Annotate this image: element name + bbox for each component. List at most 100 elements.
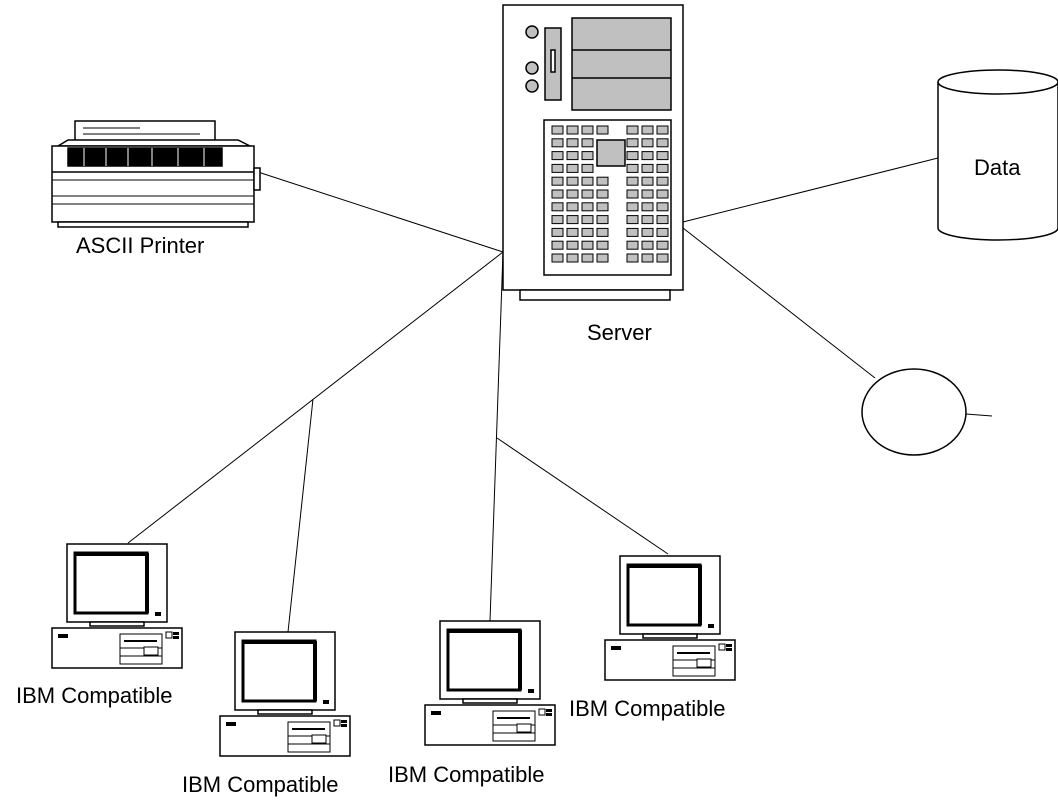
server-key	[656, 240, 669, 250]
pc2-label: IBM Compatible	[182, 772, 339, 797]
server-key	[566, 189, 579, 199]
server-key	[596, 227, 609, 237]
server-key	[551, 215, 564, 225]
server-key	[596, 189, 609, 199]
server-key	[656, 176, 669, 186]
network-ring-icon	[861, 368, 967, 456]
server-key	[551, 202, 564, 212]
server-key	[626, 151, 639, 161]
server-key	[551, 240, 564, 250]
server-key	[581, 253, 594, 263]
server-panel-grid	[551, 125, 669, 263]
server-key	[626, 189, 639, 199]
server-key	[581, 227, 594, 237]
server-key	[566, 138, 579, 148]
server-key	[596, 253, 609, 263]
server-key	[581, 215, 594, 225]
server-label: Server	[587, 320, 652, 345]
server-key	[551, 253, 564, 263]
server-key	[581, 138, 594, 148]
server-key	[551, 176, 564, 186]
link-branch-pc2	[287, 398, 314, 633]
server-key	[551, 125, 564, 135]
server-key	[641, 176, 654, 186]
pc3-label: IBM Compatible	[388, 762, 545, 787]
server-key	[581, 125, 594, 135]
server-key	[566, 215, 579, 225]
server-key	[626, 176, 639, 186]
server-key	[566, 176, 579, 186]
server-key	[626, 240, 639, 250]
link-branch-pc4	[496, 437, 669, 555]
pc3-icon	[423, 619, 557, 747]
server-key	[626, 253, 639, 263]
server-key	[596, 215, 609, 225]
pc2-icon	[218, 630, 352, 758]
server-key	[641, 138, 654, 148]
server-key	[566, 227, 579, 237]
server-key	[566, 253, 579, 263]
link-printer-server	[257, 171, 504, 253]
server-key	[596, 176, 609, 186]
database-icon	[937, 69, 1058, 241]
server-key	[641, 227, 654, 237]
printer-label: ASCII Printer	[76, 233, 204, 258]
server-key	[656, 151, 669, 161]
server-key	[581, 151, 594, 161]
pc4-icon	[603, 554, 737, 682]
server-icon	[502, 4, 684, 301]
link-ring-out	[965, 413, 993, 417]
pc4-label: IBM Compatible	[569, 696, 726, 721]
server-key	[641, 163, 654, 173]
server-key	[626, 125, 639, 135]
server-key	[641, 151, 654, 161]
server-key	[626, 202, 639, 212]
server-key	[581, 163, 594, 173]
pc1-label: IBM Compatible	[16, 683, 173, 708]
server-key	[626, 215, 639, 225]
server-key	[626, 138, 639, 148]
server-key	[641, 125, 654, 135]
server-key	[641, 202, 654, 212]
server-key	[656, 189, 669, 199]
server-key	[551, 163, 564, 173]
link-server-pc3	[489, 251, 504, 622]
server-key	[566, 202, 579, 212]
server-key	[566, 240, 579, 250]
server-key	[641, 189, 654, 199]
pc1-icon	[50, 542, 184, 670]
server-key	[581, 189, 594, 199]
server-key	[551, 151, 564, 161]
server-key	[656, 125, 669, 135]
data-label: Data	[974, 155, 1021, 180]
server-key	[626, 163, 639, 173]
printer-icon	[51, 120, 261, 228]
server-key	[596, 202, 609, 212]
server-key	[581, 202, 594, 212]
link-server-data	[682, 157, 939, 223]
server-key	[656, 227, 669, 237]
server-key	[656, 138, 669, 148]
server-key	[566, 125, 579, 135]
server-key	[656, 163, 669, 173]
server-key	[551, 227, 564, 237]
server-key	[551, 138, 564, 148]
server-key	[626, 227, 639, 237]
network-connections	[127, 157, 993, 633]
server-key	[641, 215, 654, 225]
server-key	[641, 253, 654, 263]
server-key	[551, 189, 564, 199]
server-key	[596, 125, 609, 135]
link-server-ring	[682, 227, 876, 379]
server-key	[596, 240, 609, 250]
server-key	[581, 176, 594, 186]
server-key	[656, 215, 669, 225]
server-key	[641, 240, 654, 250]
server-key	[581, 240, 594, 250]
server-key	[566, 151, 579, 161]
server-key	[656, 202, 669, 212]
server-key	[566, 163, 579, 173]
link-server-pc1	[127, 251, 504, 544]
server-key	[656, 253, 669, 263]
